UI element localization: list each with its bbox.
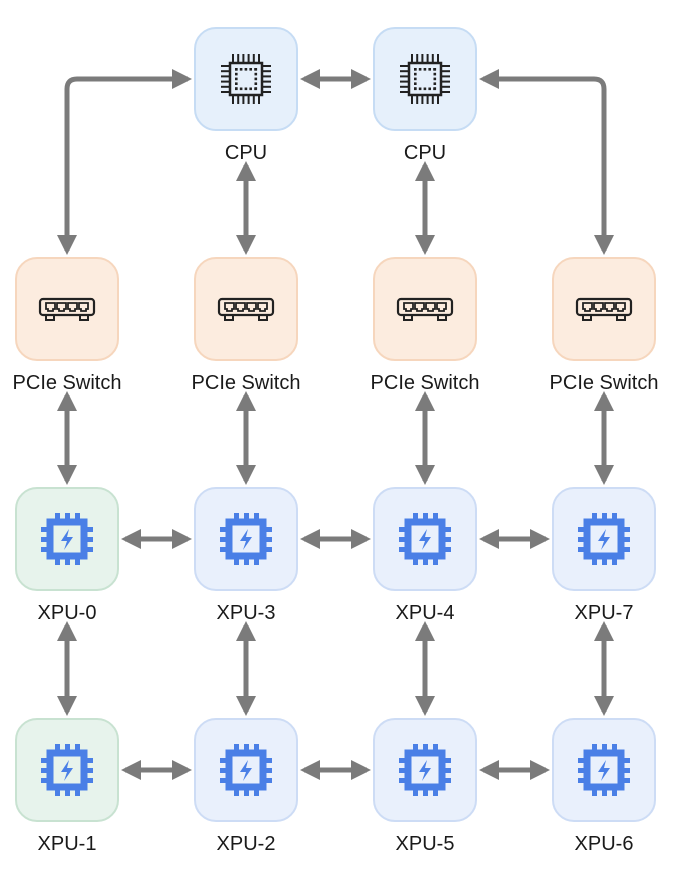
node-cpu1 [373, 27, 477, 131]
node-label-sw0: PCIe Switch [12, 372, 122, 394]
node-sw1 [194, 257, 298, 361]
accelerator-chip-icon [37, 740, 97, 800]
node-xpu5 [373, 718, 477, 822]
edge-cpu1-sw3 [479, 69, 614, 255]
network-switch-icon [395, 294, 455, 324]
accelerator-chip-icon [395, 740, 455, 800]
node-label-xpu6: XPU-6 [574, 833, 634, 855]
node-xpu2 [194, 718, 298, 822]
node-xpu4 [373, 487, 477, 591]
node-label-xpu4: XPU-4 [395, 602, 455, 624]
node-label-xpu3: XPU-3 [216, 602, 276, 624]
accelerator-chip-icon [395, 509, 455, 569]
node-cpu0 [194, 27, 298, 131]
node-xpu7 [552, 487, 656, 591]
network-switch-icon [574, 294, 634, 324]
node-label-sw2: PCIe Switch [370, 372, 480, 394]
cpu-chip-icon [216, 49, 276, 109]
node-xpu6 [552, 718, 656, 822]
node-label-sw1: PCIe Switch [191, 372, 301, 394]
node-label-xpu5: XPU-5 [395, 833, 455, 855]
node-sw0 [15, 257, 119, 361]
network-switch-icon [216, 294, 276, 324]
node-label-cpu1: CPU [403, 142, 447, 164]
accelerator-chip-icon [37, 509, 97, 569]
node-label-xpu2: XPU-2 [216, 833, 276, 855]
node-label-cpu0: CPU [224, 142, 268, 164]
accelerator-chip-icon [574, 509, 634, 569]
node-label-xpu1: XPU-1 [37, 833, 97, 855]
edge-cpu0-sw0 [57, 69, 192, 255]
cpu-chip-icon [395, 49, 455, 109]
node-xpu3 [194, 487, 298, 591]
node-sw2 [373, 257, 477, 361]
accelerator-chip-icon [574, 740, 634, 800]
node-label-sw3: PCIe Switch [549, 372, 659, 394]
node-xpu0 [15, 487, 119, 591]
accelerator-chip-icon [216, 509, 276, 569]
network-switch-icon [37, 294, 97, 324]
node-sw3 [552, 257, 656, 361]
accelerator-chip-icon [216, 740, 276, 800]
node-label-xpu7: XPU-7 [574, 602, 634, 624]
node-label-xpu0: XPU-0 [37, 602, 97, 624]
node-xpu1 [15, 718, 119, 822]
